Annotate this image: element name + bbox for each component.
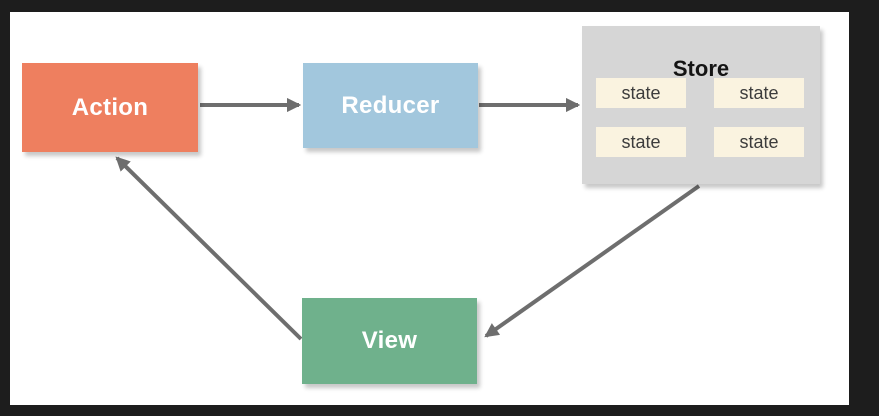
node-action: Action [22,63,198,152]
node-action-label: Action [71,93,149,121]
node-reducer-label: Reducer [341,91,440,119]
store-state-cell: state [596,78,686,108]
node-view: View [302,298,477,384]
store-state-cell: state [596,127,686,157]
node-reducer: Reducer [303,63,478,148]
store-state-cell: state [714,127,804,157]
store-state-cell-label: state [739,131,779,152]
store-state-cell-label: state [739,82,779,103]
node-store: Store state state state state [582,26,820,184]
store-state-cell-label: state [621,82,661,103]
node-store-title: Store [672,56,730,81]
store-state-cell-label: state [621,131,661,152]
node-view-label: View [361,327,418,354]
store-state-cell: state [714,78,804,108]
